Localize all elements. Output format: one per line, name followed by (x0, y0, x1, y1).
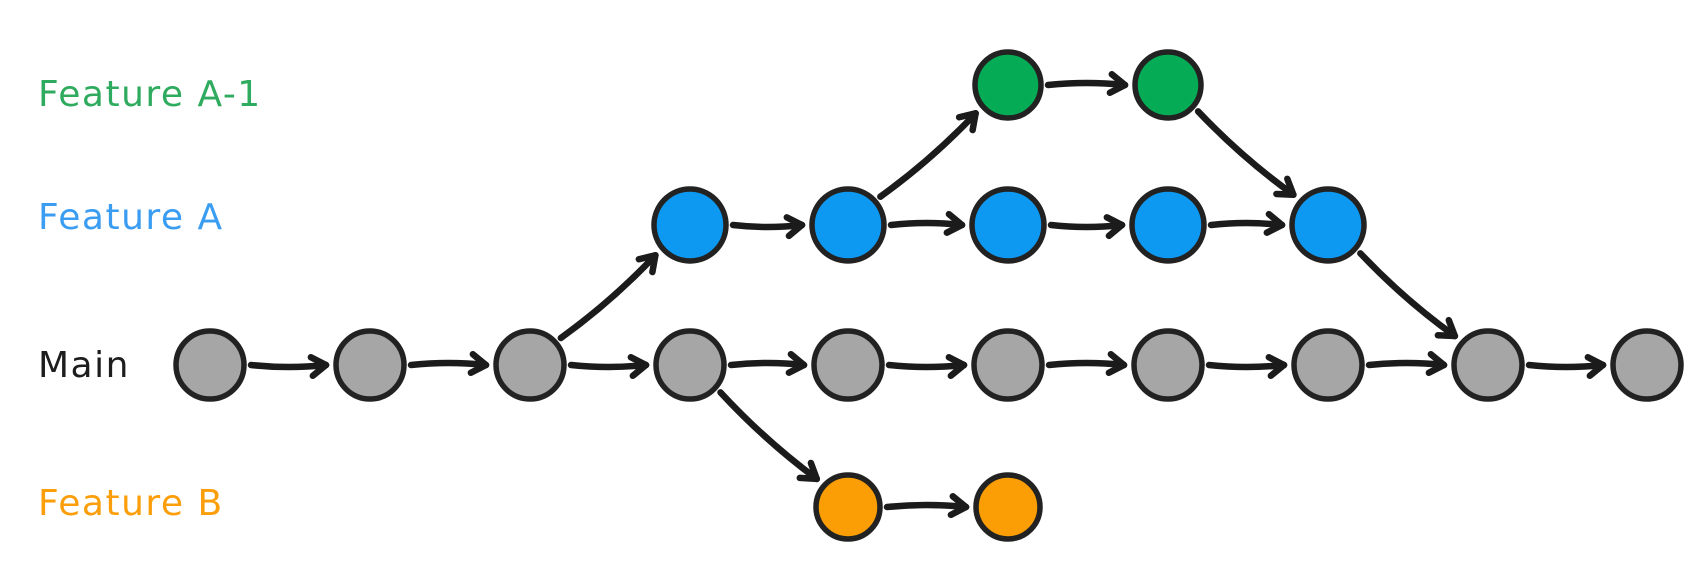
edge-m-1-m-2 (247, 353, 330, 380)
edge-a-1-a-2 (729, 214, 806, 240)
commit-node-a-2 (809, 186, 887, 264)
commit-node-m-9 (1451, 328, 1525, 402)
edge-m-2-m-3 (407, 350, 490, 377)
branch-label-feature-b: Feature B (38, 483, 224, 524)
edge-m-4-m-5 (727, 350, 808, 376)
edge-a-5-m-9 (1357, 250, 1459, 340)
edge-m-5-m-6 (885, 353, 968, 380)
commit-node-b-1 (813, 472, 883, 542)
commit-node-m-1 (173, 328, 247, 402)
commit-node-a1-1 (972, 49, 1044, 121)
commit-node-a-3 (969, 186, 1047, 264)
edge-b-1-b-2 (883, 493, 970, 519)
edge-m-6-m-7 (1045, 350, 1128, 377)
commit-node-a-5 (1289, 186, 1367, 264)
edge-m-9-m-10 (1525, 354, 1607, 380)
edge-a1-1-a1-2 (1044, 71, 1129, 97)
commit-node-a1-2 (1132, 49, 1204, 121)
edge-m-3-m-4 (567, 353, 650, 380)
edge-m-8-m-9 (1365, 350, 1448, 377)
commit-node-m-10 (1610, 328, 1684, 402)
commit-node-m-6 (971, 328, 1045, 402)
edge-m-7-m-8 (1205, 353, 1288, 380)
commit-node-m-5 (811, 328, 885, 402)
edge-a-3-a-4 (1047, 214, 1126, 240)
commit-node-m-3 (493, 328, 567, 402)
commit-node-b-2 (973, 472, 1043, 542)
edge-a-2-a1-1 (877, 110, 979, 200)
edge-a-2-a-3 (887, 210, 966, 236)
branch-label-feature-a1: Feature A-1 (38, 74, 262, 115)
commit-node-a-1 (651, 186, 729, 264)
edge-a-4-a-5 (1207, 210, 1286, 236)
branch-label-feature-a: Feature A (38, 197, 224, 238)
commit-node-a-4 (1129, 186, 1207, 264)
edge-m-3-a-1 (557, 252, 659, 342)
edge-a1-2-a-5 (1194, 108, 1297, 198)
edge-m-4-b-1 (717, 389, 821, 483)
commit-node-m-4 (653, 328, 727, 402)
commit-node-m-7 (1131, 328, 1205, 402)
commit-node-m-2 (333, 328, 407, 402)
commit-node-m-8 (1291, 328, 1365, 402)
branch-label-main: Main (38, 345, 130, 386)
